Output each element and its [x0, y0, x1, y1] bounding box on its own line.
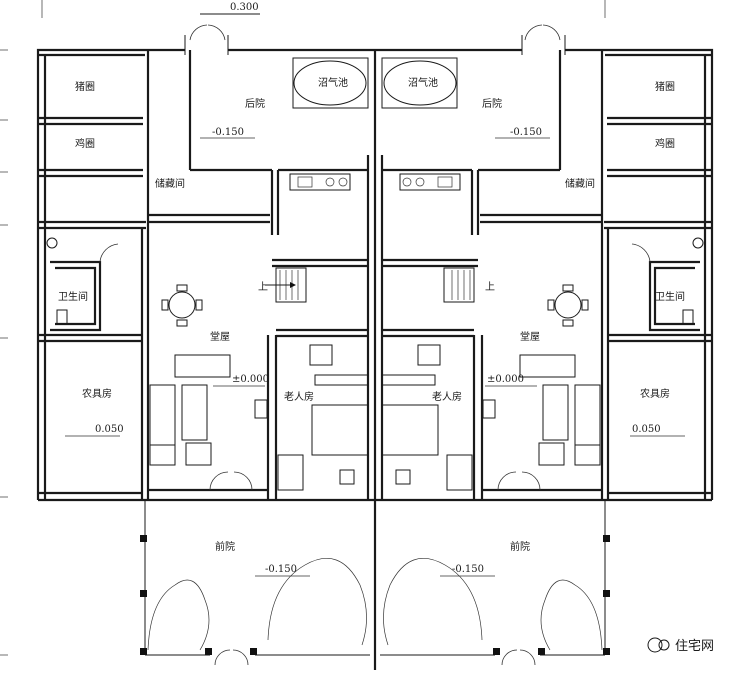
- back-door: [184, 13, 260, 55]
- level-toolroom-left: 0.050: [95, 424, 124, 435]
- right-labels: 猪圈 鸡圈 储藏间 沼气池 后院 卫生间 堂屋 老人房 农具房 前院 上 -0.…: [408, 76, 685, 577]
- label-pig-pen-right: 猪圈: [655, 81, 675, 93]
- label-hall-right: 堂屋: [520, 331, 540, 343]
- watermark: 住宅网: [647, 637, 714, 654]
- dining-table: [161, 284, 203, 327]
- level-frontyard-right: -0.150: [452, 564, 484, 575]
- right-house: [375, 24, 714, 666]
- label-chicken-coop-right: 鸡圈: [655, 137, 675, 150]
- level-frontyard-left: -0.150: [265, 564, 297, 575]
- stair-up-right: 上: [485, 281, 495, 293]
- label-backyard-left: 后院: [245, 97, 265, 110]
- label-frontyard-left: 前院: [215, 540, 235, 553]
- biogas-tank-right: [381, 57, 458, 109]
- top-dimension: 0.300: [230, 2, 259, 13]
- label-chicken-coop-left: 鸡圈: [75, 137, 95, 150]
- front-door-right: [497, 471, 541, 491]
- front-yard-structure-right: [380, 500, 610, 666]
- front-yard-structure: [140, 500, 370, 666]
- label-elder-left: 老人房: [284, 390, 314, 403]
- level-toolroom-right: 0.050: [632, 424, 661, 435]
- level-backyard-right: -0.150: [510, 127, 542, 138]
- front-door: [209, 471, 253, 491]
- left-house: 猪圈 鸡圈 储藏间 沼气池 后院 卫生间 堂屋 老人房 农具房 前院 上 0.3…: [36, 2, 377, 670]
- level-hall-left: ±0.000: [232, 374, 269, 385]
- staircase: [265, 267, 307, 303]
- label-storage-left: 储藏间: [155, 177, 185, 190]
- level-backyard-left: -0.150: [212, 127, 244, 138]
- back-door-right: [521, 24, 566, 55]
- sofa-group: [149, 354, 268, 466]
- dining-table-right: [547, 284, 589, 327]
- level-hall-right: ±0.000: [487, 374, 524, 385]
- label-hall-left: 堂屋: [210, 331, 230, 343]
- outer-walls: [36, 48, 377, 670]
- label-frontyard-right: 前院: [510, 540, 530, 553]
- elder-room-furniture: [277, 344, 369, 491]
- kitchen-counter: [289, 173, 351, 191]
- label-biogas-left: 沼气池: [318, 76, 348, 89]
- front-yard-trees-right: [383, 557, 603, 651]
- label-toolroom-left: 农具房: [82, 387, 112, 400]
- watermark-text: 住宅网: [675, 639, 714, 654]
- stair-up-left: 上: [258, 281, 268, 293]
- label-pig-pen-left: 猪圈: [75, 81, 95, 93]
- grid-ticks: [0, 0, 606, 656]
- label-biogas-right: 沼气池: [408, 76, 438, 89]
- kitchen-counter-right: [399, 173, 461, 191]
- label-toolroom-right: 农具房: [640, 387, 670, 400]
- elder-room-furniture-right: [381, 344, 473, 491]
- label-bathroom-right: 卫生间: [655, 290, 685, 303]
- bathroom-fixtures-right: [631, 237, 704, 325]
- label-bathroom-left: 卫生间: [58, 290, 88, 303]
- label-elder-right: 老人房: [432, 390, 462, 403]
- staircase-right: [443, 267, 475, 303]
- bathroom-fixtures: [46, 237, 119, 325]
- front-yard-trees: [147, 557, 367, 651]
- biogas-tank: [292, 57, 369, 109]
- label-storage-right: 储藏间: [565, 177, 595, 190]
- outer-walls-right: [375, 48, 714, 502]
- label-backyard-right: 后院: [482, 97, 502, 110]
- sofa-group-right: [482, 354, 601, 466]
